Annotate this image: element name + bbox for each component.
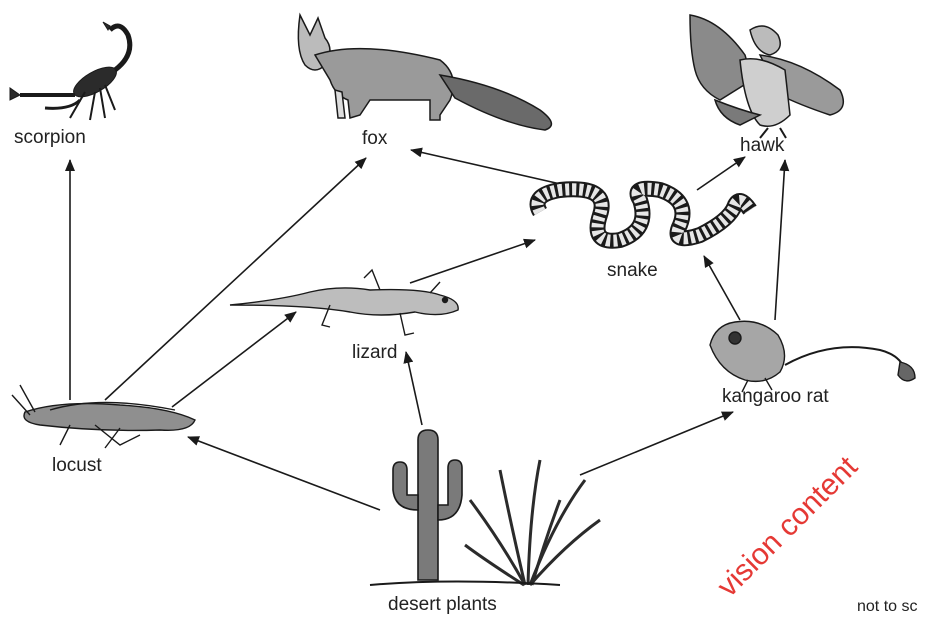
fox-illustration (298, 15, 551, 130)
snake-illustration (538, 189, 751, 241)
hawk-label: hawk (740, 135, 784, 157)
locust-illustration (12, 385, 195, 448)
arrow-locust-to-lizard (172, 312, 296, 407)
arrow-snake-to-fox (411, 150, 578, 188)
arrow-kangaroo-rat-to-snake (704, 256, 740, 320)
arrow-plants-to-locust (188, 437, 380, 510)
scale-note: not to sc (857, 598, 917, 616)
fox-label: fox (362, 128, 387, 150)
scorpion-illustration (10, 22, 130, 120)
kangaroo-rat-label: kangaroo rat (722, 386, 829, 408)
lizard-label: lizard (352, 342, 397, 364)
snake-label: snake (607, 260, 658, 282)
arrow-plants-to-kangaroo-rat (580, 412, 733, 475)
desert-plants-label: desert plants (388, 594, 497, 616)
arrow-plants-to-lizard (406, 352, 422, 425)
arrow-kangaroo-rat-to-hawk (775, 160, 785, 320)
locust-label: locust (52, 455, 102, 477)
arrow-snake-to-hawk (697, 157, 745, 190)
scorpion-label: scorpion (14, 127, 86, 149)
hawk-illustration (690, 15, 843, 138)
lizard-illustration (230, 270, 458, 335)
desert-plants-illustration (370, 430, 600, 585)
arrow-locust-to-fox (105, 158, 366, 400)
kangaroo-rat-illustration (710, 321, 915, 392)
arrow-lizard-to-snake (410, 240, 535, 283)
